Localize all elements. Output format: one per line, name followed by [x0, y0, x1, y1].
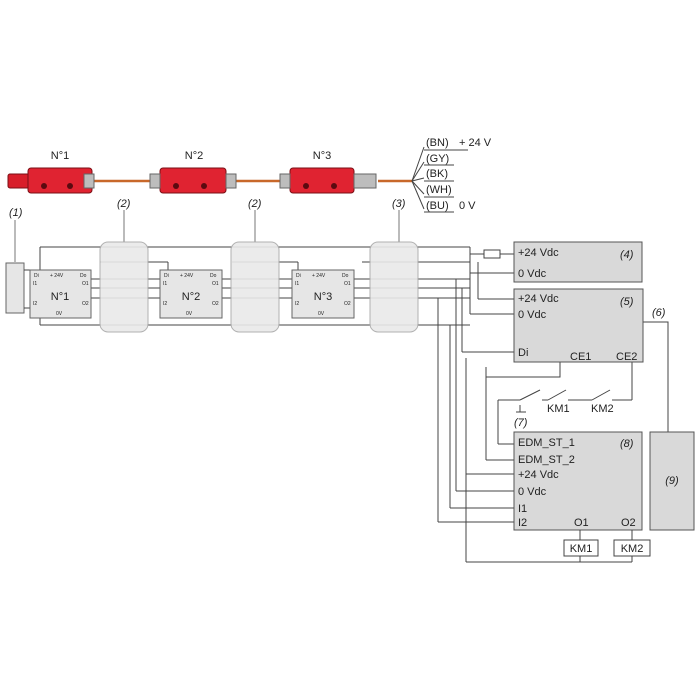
wire-gy-code: (GY): [426, 153, 449, 165]
sensor-3: N°3: [279, 150, 377, 194]
contact-km2: KM2: [591, 403, 614, 415]
module-3-v24: + 24V: [312, 273, 326, 279]
terminator-plug: [7, 173, 31, 189]
module-2-o2: O2: [212, 301, 219, 307]
wire-bn-value: + 24 V: [459, 137, 492, 149]
module-3-i1: I1: [295, 281, 299, 287]
module-1-zero: 0V: [56, 311, 63, 317]
end-plug: [5, 262, 25, 314]
relay-ce2: CE2: [616, 351, 637, 363]
output-km2-label: KM2: [621, 543, 644, 555]
controller-v24: +24 Vdc: [518, 469, 559, 481]
module-2: Di + 24V Do I1 O1 I2 O2 0V N°2: [159, 269, 223, 319]
sensor-2-label: N°2: [185, 150, 203, 162]
sensor-chain: N°1 N°2 N°3: [7, 137, 492, 262]
right-wiring: +24 Vdc 0 Vdc (4) +24 Vdc 0 Vdc Di CE1 C…: [437, 241, 695, 563]
module-1-do: Do: [80, 273, 87, 279]
output-km1-label: KM1: [570, 543, 593, 555]
callout-1: (1): [9, 207, 23, 219]
module-1-o1: O1: [82, 281, 89, 287]
wire-wh-code: (WH): [426, 184, 452, 196]
module-2-di: Di: [164, 273, 169, 279]
sensor-2: N°2: [149, 150, 237, 194]
module-3-do: Do: [342, 273, 349, 279]
callout-3: (3): [392, 198, 406, 210]
module-1-o2: O2: [82, 301, 89, 307]
module-1-v24: + 24V: [50, 273, 64, 279]
wire-bu-code: (BU): [426, 200, 449, 212]
controller-o2: O2: [621, 517, 636, 529]
relay-di: Di: [518, 347, 528, 359]
sensor-1-label: N°1: [51, 150, 69, 162]
module-1-i1: I1: [33, 281, 37, 287]
controller-i1: I1: [518, 503, 527, 515]
module-2-i1: I1: [163, 281, 167, 287]
module-2-do: Do: [210, 273, 217, 279]
module-2-zero: 0V: [186, 311, 193, 317]
sensor-1: N°1: [27, 150, 95, 194]
relay-v24: +24 Vdc: [518, 293, 559, 305]
module-1-i2: I2: [33, 301, 37, 307]
wire-bu-value: 0 V: [459, 200, 476, 212]
module-1-label: N°1: [51, 291, 69, 303]
controller-i2: I2: [518, 517, 527, 529]
device-9-box: [649, 431, 695, 531]
safety-relay-box: [513, 288, 644, 363]
module-2-o1: O1: [212, 281, 219, 287]
module-3-label: N°3: [314, 291, 332, 303]
fuse-symbol: [483, 249, 501, 259]
module-2-i2: I2: [163, 301, 167, 307]
callout-2a: (2): [117, 198, 131, 210]
relay-v0: 0 Vdc: [518, 309, 547, 321]
module-1: Di + 24V Do I1 O1 I2 O2 0V N°1: [29, 269, 92, 319]
callout-9: (9): [665, 475, 679, 487]
relay-ce1: CE1: [570, 351, 591, 363]
controller-o1: O1: [574, 517, 589, 529]
module-3-di: Di: [296, 273, 301, 279]
wire-fanout: [411, 146, 468, 213]
callout-6: (6): [652, 307, 666, 319]
callout-4: (4): [620, 249, 634, 261]
module-3: Di + 24V Do I1 O1 I2 O2 0V N°3: [291, 269, 355, 319]
power-supply-box: [513, 241, 643, 283]
safety-controller-box: [513, 431, 643, 531]
controller-edm2: EDM_ST_2: [518, 454, 575, 466]
module-3-zero: 0V: [318, 311, 325, 317]
module-2-label: N°2: [182, 291, 200, 303]
callout-2b: (2): [248, 198, 262, 210]
contact-km1: KM1: [547, 403, 570, 415]
power-supply-v24: +24 Vdc: [518, 247, 559, 259]
output-coil-km2: [613, 539, 651, 557]
bus-wiring: Di + 24V Do I1 O1 I2 O2 0V N°1 Di + 24V …: [5, 241, 470, 333]
cable-sleeve-3: [369, 241, 419, 333]
cable-sleeve-1: [99, 241, 149, 333]
callout-8: (8): [620, 438, 634, 450]
cable-sleeve-2: [230, 241, 280, 333]
module-3-o1: O1: [344, 281, 351, 287]
callout-5: (5): [620, 296, 634, 308]
module-3-o2: O2: [344, 301, 351, 307]
wire-bn-code: (BN): [426, 137, 449, 149]
callout-7: (7): [514, 417, 528, 429]
sensor-3-label: N°3: [313, 150, 331, 162]
wire-bk-code: (BK): [426, 168, 448, 180]
controller-edm1: EDM_ST_1: [518, 437, 575, 449]
module-2-v24: + 24V: [180, 273, 194, 279]
module-1-di: Di: [34, 273, 39, 279]
module-3-i2: I2: [295, 301, 299, 307]
power-supply-v0: 0 Vdc: [518, 268, 547, 280]
output-coil-km1: [563, 539, 599, 557]
controller-v0: 0 Vdc: [518, 486, 547, 498]
